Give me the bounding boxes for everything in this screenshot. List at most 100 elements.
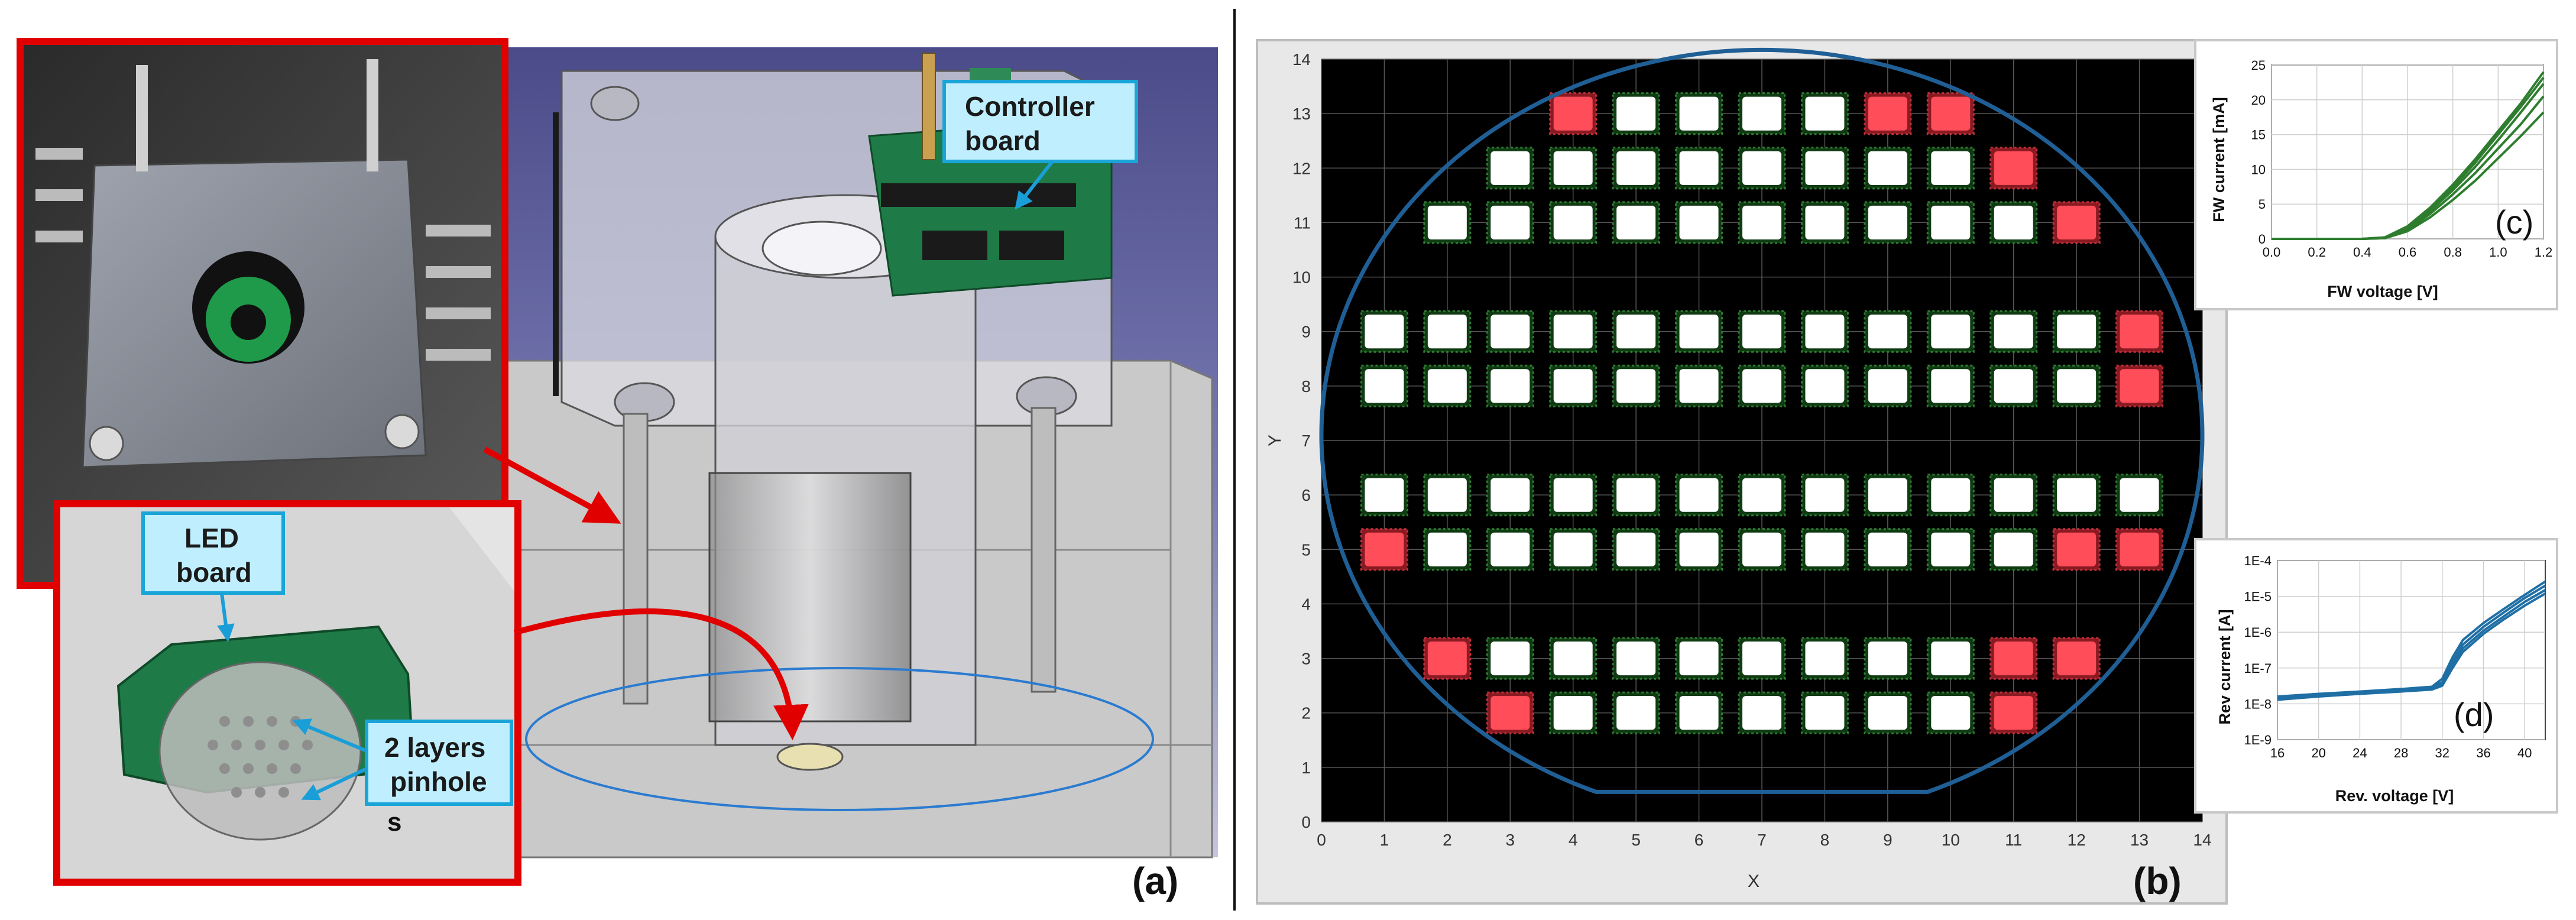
die-pass: [1553, 696, 1593, 730]
wafer-x-tick-label: 8: [1820, 831, 1830, 849]
die-pass: [1742, 96, 1781, 131]
die-pass: [1994, 478, 2033, 512]
wafer-y-tick-label: 10: [1292, 268, 1311, 287]
die-fail: [2057, 532, 2097, 566]
cad-post: [623, 413, 649, 705]
chart-x-tick-label: 0.0: [2263, 245, 2281, 260]
chart-x-tick-label: 1.0: [2489, 245, 2507, 260]
die-pass: [1365, 315, 1404, 349]
wafer-x-tick-label: 2: [1443, 831, 1452, 849]
die-pass: [1805, 315, 1845, 349]
die-pass: [1931, 642, 1971, 676]
wafer-y-tick-label: 3: [1301, 650, 1311, 668]
die-pass: [1868, 478, 1907, 512]
chart-series-line: [2272, 111, 2545, 240]
die-fail: [1994, 642, 2033, 676]
die-pass: [1742, 205, 1781, 239]
die-pass: [1553, 369, 1593, 403]
svg-text:board: board: [965, 125, 1041, 156]
die-pass: [1742, 478, 1781, 512]
wafer-x-tick-label: 6: [1694, 831, 1704, 849]
die-pass: [2057, 315, 2097, 349]
die-pass: [1931, 478, 1971, 512]
inset-pinhole-cylinder: [158, 661, 362, 841]
photo-top: [17, 38, 508, 589]
chart-y-tick-label: 1E-4: [2244, 553, 2272, 568]
wafer-x-tick-label: 12: [2068, 831, 2086, 849]
die-pass: [1742, 696, 1781, 730]
die-pass: [1679, 151, 1719, 185]
chart-x-tick-label: 0.8: [2444, 245, 2462, 260]
die-pass: [1805, 532, 1845, 566]
die-fail: [2120, 532, 2159, 566]
die-pass: [1616, 369, 1656, 403]
wafer-y-tick-label: 12: [1292, 159, 1311, 177]
die-pass: [1868, 642, 1907, 676]
wafer-x-tick-label: 0: [1317, 831, 1326, 849]
wafer-y-tick-label: 1: [1301, 759, 1311, 777]
die-pass: [1553, 205, 1593, 239]
chart-y-tick-label: 1E-7: [2244, 661, 2272, 676]
wafer-y-tick-label: 6: [1301, 486, 1311, 504]
die-pass: [1805, 151, 1845, 185]
wafer-y-tick-label: 14: [1292, 50, 1311, 69]
die-pass: [1679, 315, 1719, 349]
die-pass: [1679, 532, 1719, 566]
die-pass: [1805, 96, 1845, 131]
cad-lens-tube: [708, 472, 912, 723]
chart-c-panel-label: (c): [2495, 203, 2533, 241]
die-pass: [1994, 532, 2033, 566]
chart-d-x-label: Rev. voltage [V]: [2335, 787, 2454, 805]
die-pass: [1427, 532, 1467, 566]
die-pass: [1553, 151, 1593, 185]
die-pass: [1931, 151, 1971, 185]
svg-text:board: board: [176, 557, 252, 588]
wafer-x-tick-label: 14: [2193, 831, 2211, 849]
die-pass: [1616, 696, 1656, 730]
die-pass: [1427, 369, 1467, 403]
chart-c-y-label: FW current [mA]: [2210, 97, 2228, 222]
die-fail: [2120, 315, 2159, 349]
die-pass: [1805, 696, 1845, 730]
die-pass: [1679, 696, 1719, 730]
die-pass: [1616, 478, 1656, 512]
die-pass: [1490, 151, 1530, 185]
die-pass: [1805, 642, 1845, 676]
die-pass: [1868, 151, 1907, 185]
chart-d-frame: [2194, 538, 2558, 814]
chart-x-tick-label: 40: [2517, 746, 2532, 760]
svg-text:Controller: Controller: [965, 91, 1095, 122]
panel-a-label: (a): [1132, 860, 1178, 902]
die-pass: [1679, 478, 1719, 512]
chart-d-grid: [2277, 560, 2546, 740]
die-pass: [1805, 478, 1845, 512]
chart-d-series: [2277, 580, 2546, 701]
die-pass: [1490, 532, 1530, 566]
chart-c-grid: [2271, 64, 2544, 239]
die-pass: [1931, 369, 1971, 403]
die-pass: [1679, 96, 1719, 131]
die-fail: [1868, 96, 1907, 131]
svg-text:LED: LED: [184, 523, 239, 553]
die-pass: [1931, 532, 1971, 566]
callout-controller-board: Controller board: [942, 80, 1138, 210]
die-pass: [2120, 478, 2159, 512]
chart-d-y-label: Rev current [A]: [2216, 609, 2234, 724]
wafer-x-label: X: [1748, 872, 1760, 891]
svg-text:pinhole: pinhole: [390, 766, 487, 797]
chart-x-tick-label: 24: [2353, 746, 2367, 760]
wafer-y-tick-label: 13: [1292, 105, 1311, 123]
die-pass: [1931, 315, 1971, 349]
die-pass: [1742, 151, 1781, 185]
die-fail: [2120, 369, 2159, 403]
wafer-x-tick-label: 1: [1380, 831, 1389, 849]
wafer-x-tick-label: 11: [2005, 831, 2022, 849]
wafer-x-tick-label: 13: [2130, 831, 2149, 849]
chart-x-tick-label: 36: [2476, 746, 2490, 760]
chart-y-tick-label: 1E-5: [2244, 589, 2272, 604]
